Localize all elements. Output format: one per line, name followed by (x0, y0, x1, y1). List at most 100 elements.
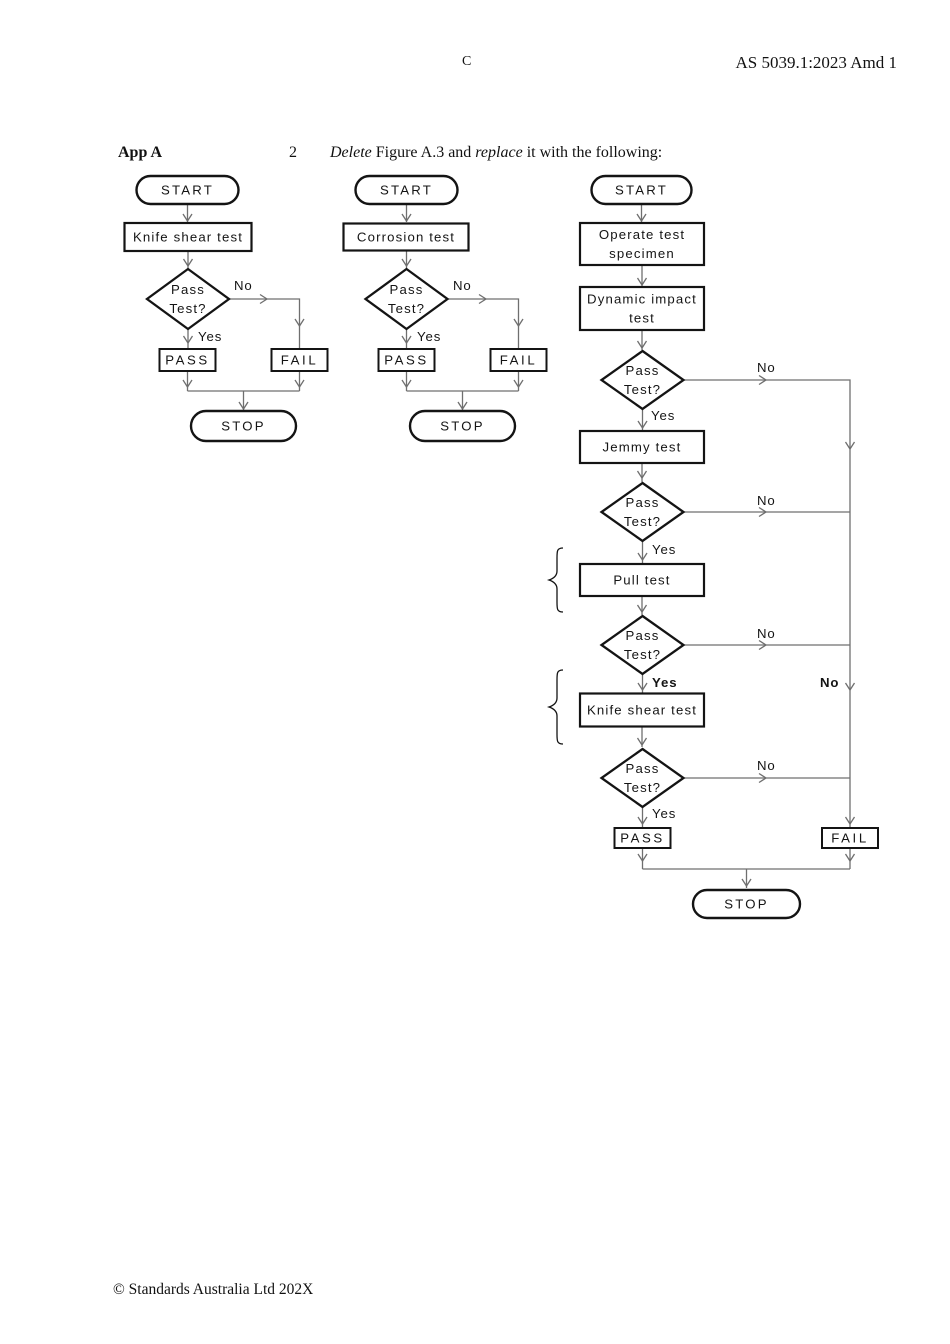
edge-label: No (453, 278, 472, 293)
amendment-instruction: Delete Figure A.3 and replace it with th… (330, 144, 662, 162)
arrowhead-icon (401, 213, 412, 223)
standard-reference: AS 5039.1:2023 Amd 1 (735, 53, 897, 72)
arrowhead-icon (637, 816, 648, 826)
flow-node-label: STOP (221, 419, 265, 434)
process-shape (578, 562, 706, 598)
flow-node-label: Knife shear test (587, 703, 697, 718)
flow-node-label: STOP (440, 419, 484, 434)
arrowhead-icon (478, 293, 488, 305)
arrowhead-icon (637, 552, 648, 562)
flow-edge (683, 379, 851, 827)
terminal-shape (354, 174, 459, 206)
flow-node-c1-fail: FAIL (270, 348, 329, 372)
flow-node-c3-knife-shear-test: Knife shear test (578, 692, 706, 728)
process-shape (578, 221, 706, 267)
curly-brace-icon (546, 547, 564, 613)
arrowhead-icon (401, 379, 412, 389)
arrowhead-icon (844, 441, 856, 451)
instruction-text-end: it with the following: (522, 144, 663, 161)
arrowhead-icon (401, 258, 412, 268)
flow-node-label: Pull test (613, 573, 670, 588)
decision-shape (363, 267, 450, 331)
flow-node-c1-knife-shear-test: Knife shear test (123, 221, 253, 253)
arrowhead-icon (238, 401, 249, 411)
arrowhead-icon (457, 401, 468, 411)
flow-node-label: START (615, 183, 668, 198)
edge-label: Yes (417, 329, 441, 344)
arrowhead-icon (636, 604, 648, 614)
arrowhead-icon (741, 878, 752, 888)
flow-node-c3-pass: PASS (613, 827, 672, 849)
arrowhead-icon (182, 379, 193, 389)
process-shape (578, 692, 706, 728)
terminal-shape (135, 174, 240, 206)
flow-edge (447, 298, 520, 348)
flow-node-label: FAIL (831, 831, 869, 846)
edge-label: Yes (198, 329, 222, 344)
arrowhead-icon (758, 772, 768, 784)
edge-label: No (757, 758, 776, 773)
arrowhead-icon (637, 420, 648, 430)
arrowhead-icon (294, 379, 305, 389)
edge-label: No (757, 626, 776, 641)
edge-label: No (234, 278, 253, 293)
flow-node-label: FAIL (281, 353, 319, 368)
flow-node-label: Jemmy test (603, 440, 682, 455)
flow-node-c3-fail: FAIL (821, 827, 879, 849)
edge-label: Yes (652, 542, 676, 557)
process-shape (578, 285, 706, 332)
arrowhead-icon (844, 682, 856, 692)
amendment-item-number: 2 (289, 144, 297, 161)
terminal-shape (189, 409, 298, 443)
instruction-verb-replace: replace (475, 144, 523, 161)
flow-node-label: PASS (165, 353, 210, 368)
curly-brace-icon (546, 669, 564, 745)
arrowhead-icon (758, 506, 768, 518)
arrowhead-icon (259, 293, 269, 305)
process-shape (578, 429, 706, 465)
arrowhead-icon (758, 374, 768, 386)
flow-node-c1-start: START (135, 174, 240, 206)
arrowhead-icon (182, 335, 194, 345)
process-shape (489, 348, 548, 372)
arrowhead-icon (513, 318, 524, 328)
process-shape (270, 348, 329, 372)
process-shape (821, 827, 879, 849)
flow-node-c2-pass: PASS (377, 348, 436, 372)
flow-node-c1-pass: PASS (158, 348, 217, 372)
copyright-notice: © Standards Australia Ltd 202X (113, 1281, 314, 1298)
edge-label: No (757, 360, 776, 375)
flow-node-c2-fail: FAIL (489, 348, 548, 372)
flow-edge (229, 298, 301, 348)
instruction-text-mid: Figure A.3 and (371, 144, 476, 161)
arrowhead-icon (758, 639, 768, 651)
flow-node-label: START (161, 183, 214, 198)
edge-label: No (757, 493, 776, 508)
decision-shape (145, 267, 231, 331)
arrowhead-icon (844, 816, 856, 826)
flow-node-label: PASS (620, 831, 665, 846)
flow-node-label: START (380, 183, 433, 198)
flow-node-c3-jemmy-test: Jemmy test (578, 429, 706, 465)
arrowhead-icon (294, 318, 305, 328)
arrowhead-icon (637, 853, 648, 863)
arrowhead-icon (636, 213, 647, 223)
flow-node-c2-corrosion-test: Corrosion test (342, 222, 470, 252)
edge-label: No (820, 675, 839, 690)
decision-shape (599, 349, 686, 411)
flow-node-c2-start: START (354, 174, 459, 206)
